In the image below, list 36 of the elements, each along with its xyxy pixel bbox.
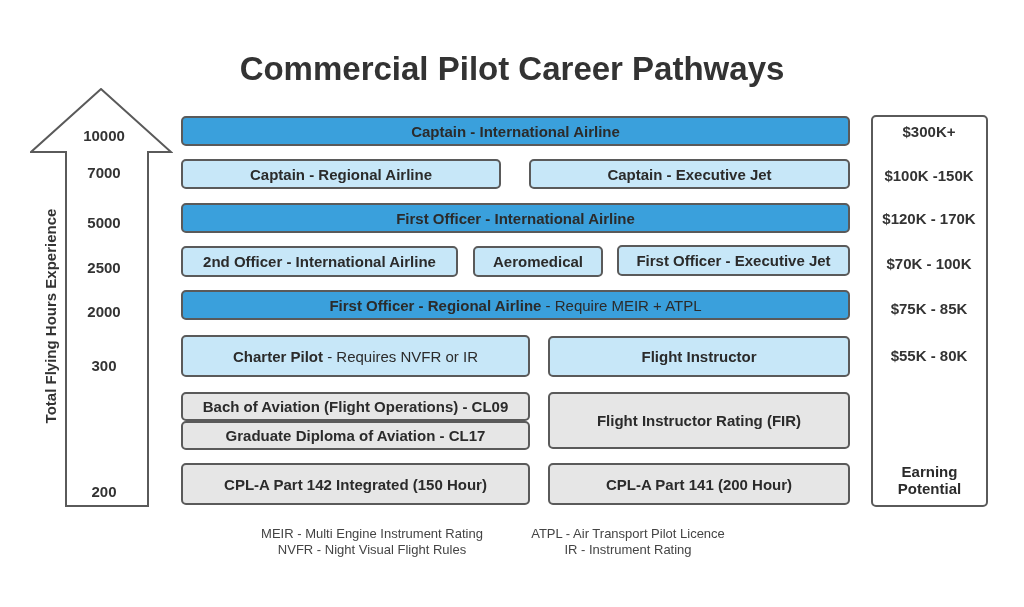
salary-value: $100K -150K [884,166,974,184]
footnote: MEIR - Multi Engine Instrument Rating [261,525,483,541]
career-box: Charter Pilot - Requires NVFR or IR [181,335,530,377]
hours-value: 2000 [87,302,121,320]
hours-value: 10000 [83,126,125,144]
career-box: Aeromedical [473,246,603,277]
salary-value: $120K - 170K [882,209,976,227]
hours-value: 5000 [87,213,121,231]
career-box: Graduate Diploma of Aviation - CL17 [181,421,530,450]
career-box: CPL-A Part 142 Integrated (150 Hour) [181,463,530,505]
career-box: Flight Instructor Rating (FIR) [548,392,850,449]
career-box: Captain - Executive Jet [529,159,850,189]
hours-value: 300 [91,356,117,374]
footnote: ATPL - Air Transport Pilot Licence [531,525,725,541]
title: Commercial Pilot Career Pathways [238,50,786,88]
footnote: NVFR - Night Visual Flight Rules [277,541,467,557]
career-box: 2nd Officer - International Airline [181,246,458,277]
salary-value: $70K - 100K [886,254,972,272]
career-box: CPL-A Part 141 (200 Hour) [548,463,850,505]
career-box: First Officer - Regional Airline - Require MEIR + ATPL [181,290,850,320]
hours-value: 200 [91,482,117,500]
salary-value: $55K - 80K [890,346,968,364]
salary-value: $75K - 85K [890,299,968,317]
salary-value: $300K+ [902,122,956,140]
career-box: Flight Instructor [548,336,850,377]
career-box: First Officer - International Airline [181,203,850,233]
career-box: First Officer - Executive Jet [617,245,850,276]
career-box: Captain - Regional Airline [181,159,501,189]
hours-value: 2500 [87,258,121,276]
earnings-panel [871,115,988,507]
hours-value: 7000 [87,163,121,181]
career-box: Bach of Aviation (Flight Operations) - CL09 [181,392,530,421]
panel-label: Earning Potential [896,463,963,497]
footnote: IR - Instrument Rating [564,541,692,557]
career-box: Captain - International Airline [181,116,850,146]
axis-label: Total Flying Hours Experience [41,208,59,424]
